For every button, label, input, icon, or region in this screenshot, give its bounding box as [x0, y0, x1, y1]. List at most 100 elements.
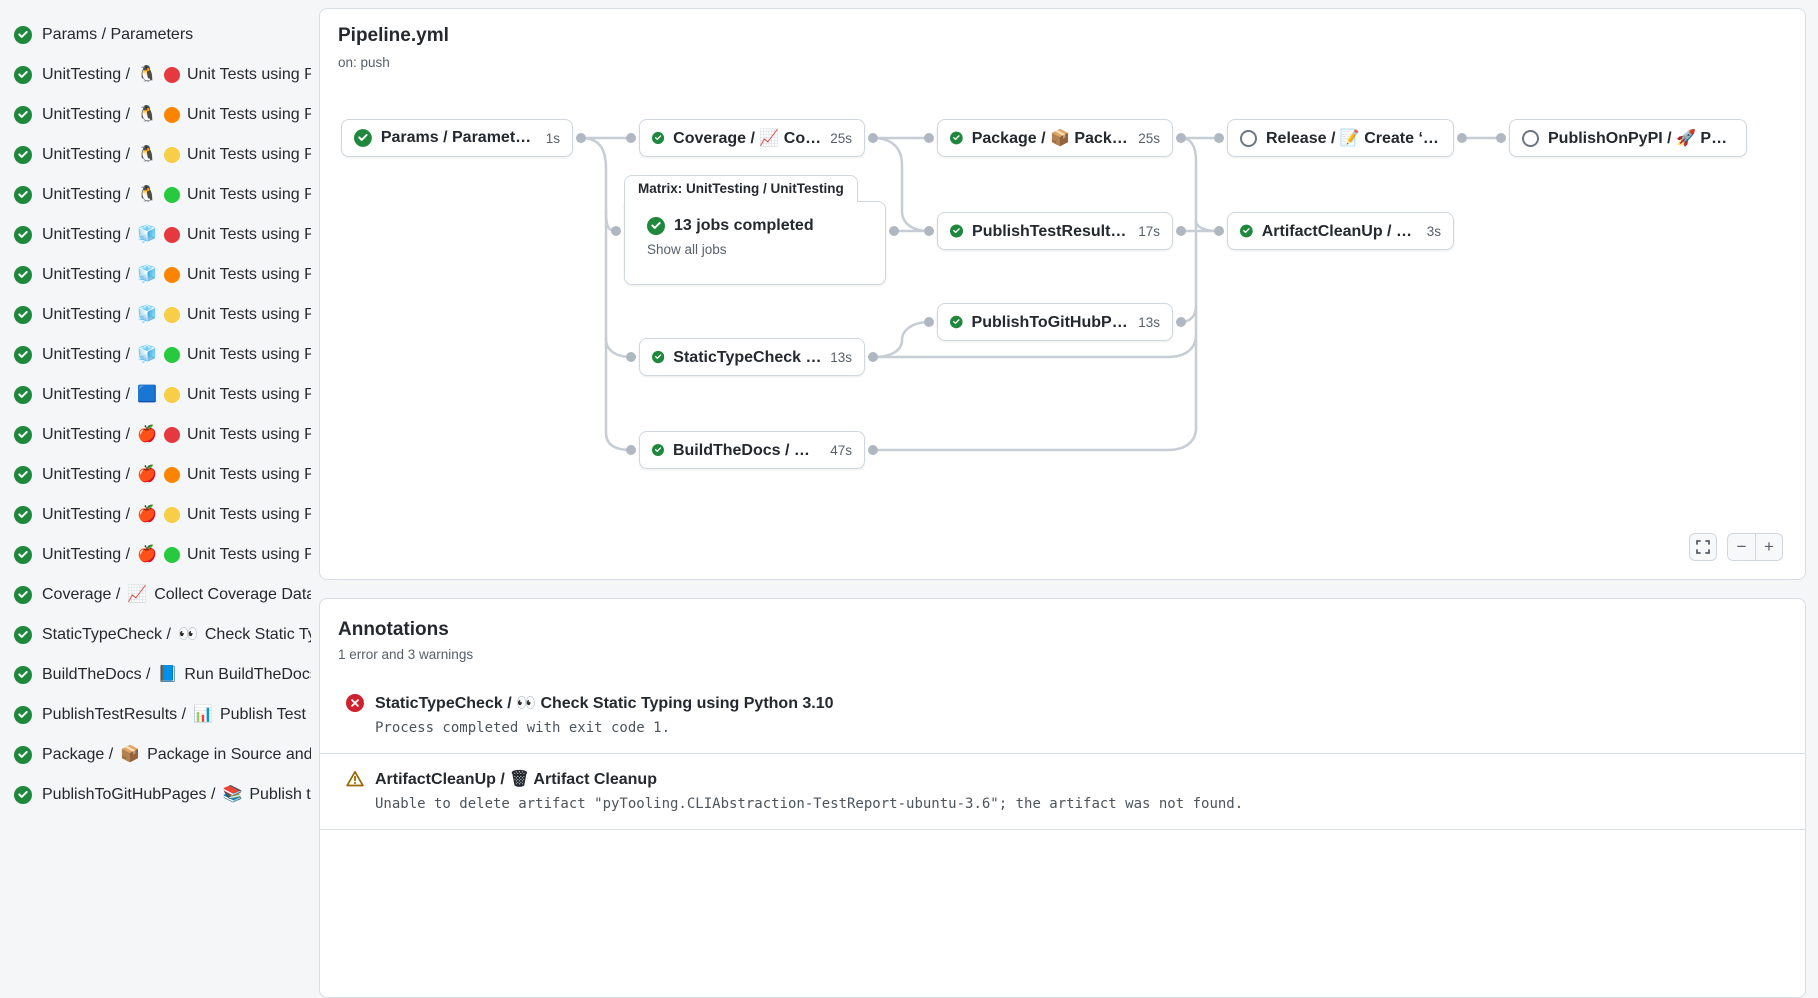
success-check-icon	[14, 706, 32, 724]
os-icon: 🧊	[137, 226, 157, 243]
graph-node-publish-to-github-pages[interactable]: PublishToGitHubPages / 📚 ... 13s	[937, 303, 1173, 341]
os-icon: 🧊	[137, 346, 157, 363]
os-icon: 🟦	[137, 386, 157, 403]
job-list-item[interactable]: UnitTesting / 🧊 Unit Tests using Pyth...	[0, 255, 311, 295]
success-check-icon	[14, 146, 32, 164]
success-check-icon	[652, 350, 665, 364]
matrix-group-card[interactable]: 13 jobs completed Show all jobs	[624, 201, 886, 285]
os-icon: 🐧	[137, 106, 157, 123]
success-check-icon	[14, 386, 32, 404]
zoom-in-button[interactable]: +	[1755, 533, 1783, 561]
node-label: PublishOnPyPI / 🚀 Publish to ...	[1548, 130, 1734, 147]
success-check-icon	[652, 444, 664, 456]
os-icon: 🐧	[137, 146, 157, 163]
job-name: UnitTesting /	[42, 546, 131, 563]
python-version-dot-icon	[163, 147, 180, 163]
job-name: UnitTesting /	[42, 106, 131, 123]
node-duration: 13s	[1138, 314, 1160, 330]
node-label: StaticTypeCheck / 👀 Chec...	[673, 349, 822, 366]
job-list-item[interactable]: StaticTypeCheck / 👀 Check Static Typing.…	[0, 615, 311, 655]
graph-node-publish-test-results[interactable]: PublishTestResults / 📊 Pu... 17s	[937, 212, 1173, 250]
graph-node-release[interactable]: Release / 📝 Create ‘Release P...	[1227, 119, 1454, 157]
job-list-item[interactable]: UnitTesting / 🍎 Unit Tests using Pyth...	[0, 535, 311, 575]
node-label: Params / Parameters	[380, 129, 538, 146]
python-version-dot-icon	[163, 427, 180, 443]
job-list-item[interactable]: Coverage / 📈 Collect Coverage Data usi..…	[0, 575, 311, 615]
job-list-item[interactable]: Package / 📦 Package in Source and Wh...	[0, 735, 311, 775]
job-step-label: Unit Tests using Pyth...	[186, 186, 311, 203]
node-duration: 13s	[830, 349, 852, 365]
job-list-item[interactable]: PublishTestResults / 📊 Publish Test Resu…	[0, 695, 311, 735]
job-list-item[interactable]: UnitTesting / 🍎 Unit Tests using Pyth...	[0, 455, 311, 495]
job-list-item[interactable]: UnitTesting / 🐧 Unit Tests using Pyth...	[0, 55, 311, 95]
job-step-label: Check Static Typing...	[204, 626, 311, 643]
matrix-jobs-completed: 13 jobs completed	[674, 217, 814, 234]
zoom-out-button[interactable]: −	[1727, 533, 1755, 561]
success-check-icon	[647, 217, 665, 235]
os-icon: 📊	[193, 706, 213, 723]
job-list: Params / Parameters UnitTesting / 🐧 Unit…	[0, 15, 311, 815]
success-check-icon	[14, 266, 32, 284]
os-icon: 🍎	[137, 466, 157, 483]
node-label: Release / 📝 Create ‘Release P...	[1266, 130, 1441, 147]
job-step-label: Run BuildTheDocs	[184, 666, 311, 683]
python-version-dot-icon	[163, 547, 180, 563]
job-name: UnitTesting /	[42, 426, 131, 443]
job-name: Params / Parameters	[42, 26, 194, 43]
job-list-item[interactable]: UnitTesting / 🧊 Unit Tests using Pyth...	[0, 215, 311, 255]
success-check-icon	[14, 626, 32, 644]
annotation-job-title: StaticTypeCheck / 👀 Check Static Typing …	[375, 695, 834, 712]
graph-node-static-type-check[interactable]: StaticTypeCheck / 👀 Chec... 13s	[639, 338, 865, 376]
graph-node-coverage[interactable]: Coverage / 📈 Collect Cove... 25s	[639, 119, 865, 157]
os-icon: 👀	[177, 626, 198, 643]
job-list-item[interactable]: BuildTheDocs / 📘 Run BuildTheDocs	[0, 655, 311, 695]
os-icon: 📦	[120, 746, 141, 763]
job-list-item[interactable]: PublishToGitHubPages / 📚 Publish to G...	[0, 775, 311, 815]
job-name: Package /	[42, 746, 114, 763]
success-check-icon	[14, 66, 32, 84]
job-list-item[interactable]: UnitTesting / 🐧 Unit Tests using Pyth...	[0, 175, 311, 215]
success-check-icon	[14, 226, 32, 244]
job-step-label: Package in Source and Wh...	[147, 746, 311, 763]
node-duration: 25s	[1138, 130, 1160, 146]
show-all-jobs-link[interactable]: Show all jobs	[647, 242, 727, 257]
python-version-dot-icon	[163, 467, 180, 483]
graph-node-params[interactable]: Params / Parameters 1s	[341, 119, 573, 157]
job-list-item[interactable]: UnitTesting / 🟦 Unit Tests using Pyth...	[0, 375, 311, 415]
job-step-label: Publish Test Resu...	[219, 706, 311, 723]
job-list-item[interactable]: UnitTesting / 🍎 Unit Tests using Pyth...	[0, 415, 311, 455]
success-check-icon	[14, 466, 32, 484]
job-list-item[interactable]: UnitTesting / 🐧 Unit Tests using Pyth...	[0, 95, 311, 135]
job-list-item[interactable]: UnitTesting / 🐧 Unit Tests using Pyth...	[0, 135, 311, 175]
graph-node-build-the-docs[interactable]: BuildTheDocs / 📘 Run Buil... 47s	[639, 431, 865, 469]
os-icon: 🧊	[137, 266, 157, 283]
matrix-group-tab[interactable]: Matrix: UnitTesting / UnitTesting	[624, 175, 858, 202]
job-name: UnitTesting /	[42, 386, 131, 403]
job-name: UnitTesting /	[42, 146, 131, 163]
node-duration: 17s	[1138, 223, 1160, 239]
graph-node-package[interactable]: Package / 📦 Package in So... 25s	[937, 119, 1173, 157]
job-list-item[interactable]: UnitTesting / 🍎 Unit Tests using Pyth...	[0, 495, 311, 535]
skipped-status-icon	[1522, 129, 1539, 147]
success-check-icon	[1240, 224, 1253, 238]
node-duration: 47s	[830, 442, 852, 458]
graph-node-artifact-cleanup[interactable]: ArtifactCleanUp / 🗑 Artifac... 3s	[1227, 212, 1454, 250]
job-name: PublishTestResults /	[42, 706, 187, 723]
job-list-item[interactable]: UnitTesting / 🧊 Unit Tests using Pyth...	[0, 335, 311, 375]
workflow-file-title: Pipeline.yml	[338, 25, 449, 46]
success-check-icon	[950, 131, 963, 145]
graph-node-publish-on-pypi[interactable]: PublishOnPyPI / 🚀 Publish to ...	[1509, 119, 1747, 157]
success-check-icon	[14, 586, 32, 604]
os-icon: 🐧	[137, 186, 157, 203]
job-name: StaticTypeCheck /	[42, 626, 171, 643]
fullscreen-button[interactable]	[1689, 533, 1717, 561]
os-icon: 🍎	[137, 426, 157, 443]
job-step-label: Unit Tests using Pyth...	[186, 466, 311, 483]
job-list-item[interactable]: Params / Parameters	[0, 15, 311, 55]
fullscreen-icon	[1696, 540, 1710, 554]
success-check-icon	[14, 346, 32, 364]
job-list-item[interactable]: UnitTesting / 🧊 Unit Tests using Pyth...	[0, 295, 311, 335]
python-version-dot-icon	[163, 507, 180, 523]
node-label: BuildTheDocs / 📘 Run Buil...	[672, 442, 822, 459]
node-label: PublishTestResults / 📊 Pu...	[972, 223, 1130, 240]
